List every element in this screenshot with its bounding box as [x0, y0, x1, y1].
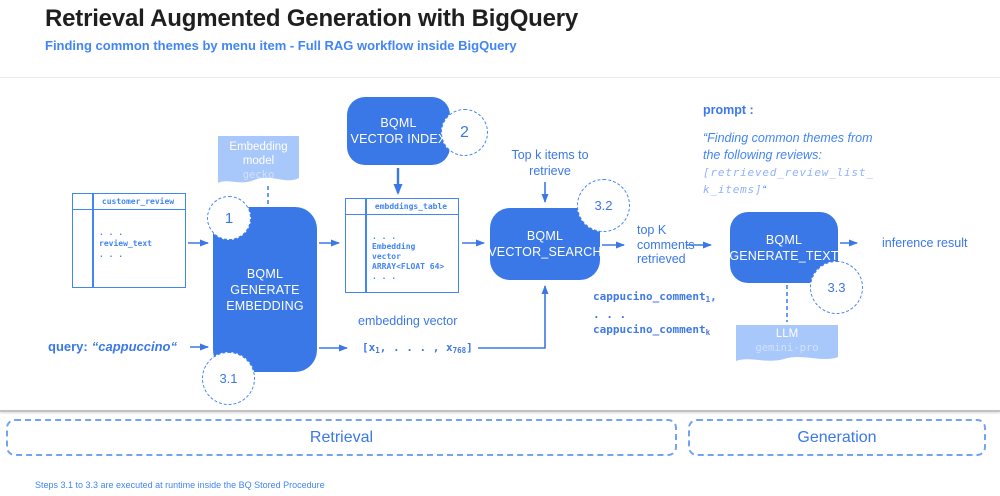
table-row: . . .: [99, 228, 124, 237]
line-vector-value-to-search: [478, 285, 549, 349]
flag-line: model: [242, 155, 275, 167]
customer-review-table-column-divider: [92, 194, 94, 287]
top-k-items-label: Top k items to retrieve: [498, 147, 602, 179]
runtime-note: Steps 3.1 to 3.3 are executed at runtime…: [35, 480, 325, 490]
embedding-vector-value: [x1, . . . , x768]: [362, 341, 473, 355]
value-sub: 1: [375, 346, 380, 355]
step-number: 1: [224, 209, 234, 227]
embedding-model-flag-text: Embedding model gecko: [218, 136, 299, 182]
step-number: 2: [460, 123, 469, 141]
customer-review-table-title: customer_review: [73, 194, 185, 210]
gecko-model-name: gecko: [242, 169, 275, 181]
value-sub: 768: [452, 346, 467, 355]
box-line: EMBEDDING: [226, 298, 304, 313]
prompt-code-line: k_items]“: [703, 181, 903, 199]
embedding-model-flag: Embedding model gecko: [218, 136, 299, 186]
comment-sub: k: [705, 328, 711, 337]
box-line: BQML: [380, 116, 417, 130]
table-row: . . .: [99, 250, 124, 259]
flag-line: LLM: [775, 328, 799, 340]
embeddings-table: embddings_table . . . Embedding vector A…: [345, 198, 459, 293]
table-row: . . .: [372, 232, 397, 241]
box-line: VECTOR_SEARCH: [488, 245, 602, 259]
label-line: comments: [637, 237, 695, 252]
comment-text: ,: [710, 290, 717, 303]
llm-flag-text: LLM gemini-pro: [736, 325, 838, 355]
step-3-2-badge: 3.2: [577, 179, 630, 232]
comment-text: cappucino_comment: [593, 323, 706, 336]
step-3-3-badge: 3.3: [810, 261, 863, 314]
embeddings-table-title: embddings_table: [346, 199, 458, 215]
quote-line: “Finding common themes from: [703, 131, 873, 145]
value-part: [x: [362, 341, 376, 354]
inference-result-label: inference result: [882, 236, 968, 250]
llm-flag: LLM gemini-pro: [736, 325, 838, 365]
page-subtitle: Finding common themes by menu item - Ful…: [45, 38, 517, 53]
sections-divider: [0, 410, 1000, 412]
step-3-1-badge: 3.1: [202, 352, 255, 405]
comment-line: cappucino_commentk: [593, 322, 717, 340]
label-line: retrieve: [529, 164, 571, 178]
table-row: review_text: [99, 239, 152, 248]
comment-dots: . . .: [593, 308, 627, 321]
query-prefix: query:: [48, 339, 88, 354]
query-label: query:“cappuccino“: [48, 339, 177, 354]
prompt-quote: “Finding common themes from the followin…: [703, 130, 903, 199]
retrieved-comments-list: cappucino_comment1, . . . cappucino_comm…: [593, 289, 717, 340]
flag-line: Embedding: [229, 141, 288, 153]
prompt-block: prompt : “Finding common themes from the…: [703, 103, 903, 199]
label-line: Top k items to: [511, 148, 589, 162]
step-number: 3.3: [827, 280, 846, 295]
embeddings-table-body: . . . Embedding vector ARRAY<FLOAT 64> .…: [346, 215, 458, 282]
label-line: retrieved: [637, 252, 686, 266]
comment-text: cappucino_comment: [593, 290, 706, 303]
step-1-badge: 1: [207, 196, 251, 240]
prompt-code-line: [retrieved_review_list_: [703, 166, 874, 179]
retrieval-section-box: Retrieval: [6, 419, 677, 456]
box-line: BQML: [246, 266, 284, 281]
value-part: ]: [466, 341, 473, 354]
page-title: Retrieval Augmented Generation with BigQ…: [45, 5, 579, 32]
step-2-badge: 2: [441, 109, 488, 156]
flag-shape: [736, 325, 838, 361]
embeddings-table-column-divider: [365, 199, 367, 292]
table-row: vector: [372, 252, 401, 261]
prompt-code-text: k_items]: [703, 183, 763, 196]
table-row: Embedding: [372, 242, 416, 251]
gemini-model-name: gemini-pro: [755, 342, 819, 354]
quote-line: the following reviews:: [703, 148, 822, 162]
box-line: GENERATE_TEXT: [729, 248, 839, 263]
comment-line: cappucino_comment1,: [593, 289, 717, 307]
closing-quote: “: [762, 184, 767, 196]
section-label: Generation: [797, 428, 877, 446]
box-line: GENERATE: [230, 282, 300, 297]
embedding-vector-label: embedding vector: [358, 314, 458, 328]
table-row: ARRAY<FLOAT 64>: [372, 262, 445, 271]
vector-index-box: BQML VECTOR INDEX: [347, 97, 450, 165]
generation-section-box: Generation: [688, 419, 986, 456]
value-part: , . . . , x: [379, 341, 453, 354]
query-value: “cappuccino“: [91, 339, 177, 354]
header-divider: [0, 77, 1000, 78]
box-line: BQML: [526, 229, 564, 243]
top-k-comments-label: top K comments retrieved: [637, 223, 695, 267]
prompt-label: prompt :: [703, 103, 754, 117]
customer-review-table-body: . . . review_text . . .: [73, 210, 185, 260]
label-line: top K: [637, 223, 667, 237]
step-number: 3.2: [594, 198, 613, 213]
comment-sub: 1: [705, 295, 711, 304]
table-row: . . .: [372, 272, 397, 281]
customer-review-table: customer_review . . . review_text . . .: [72, 193, 186, 288]
section-label: Retrieval: [309, 428, 374, 446]
box-line: BQML: [765, 232, 803, 247]
flag-shape: [218, 136, 299, 183]
step-number: 3.1: [219, 371, 238, 386]
box-line: VECTOR INDEX: [350, 132, 447, 146]
